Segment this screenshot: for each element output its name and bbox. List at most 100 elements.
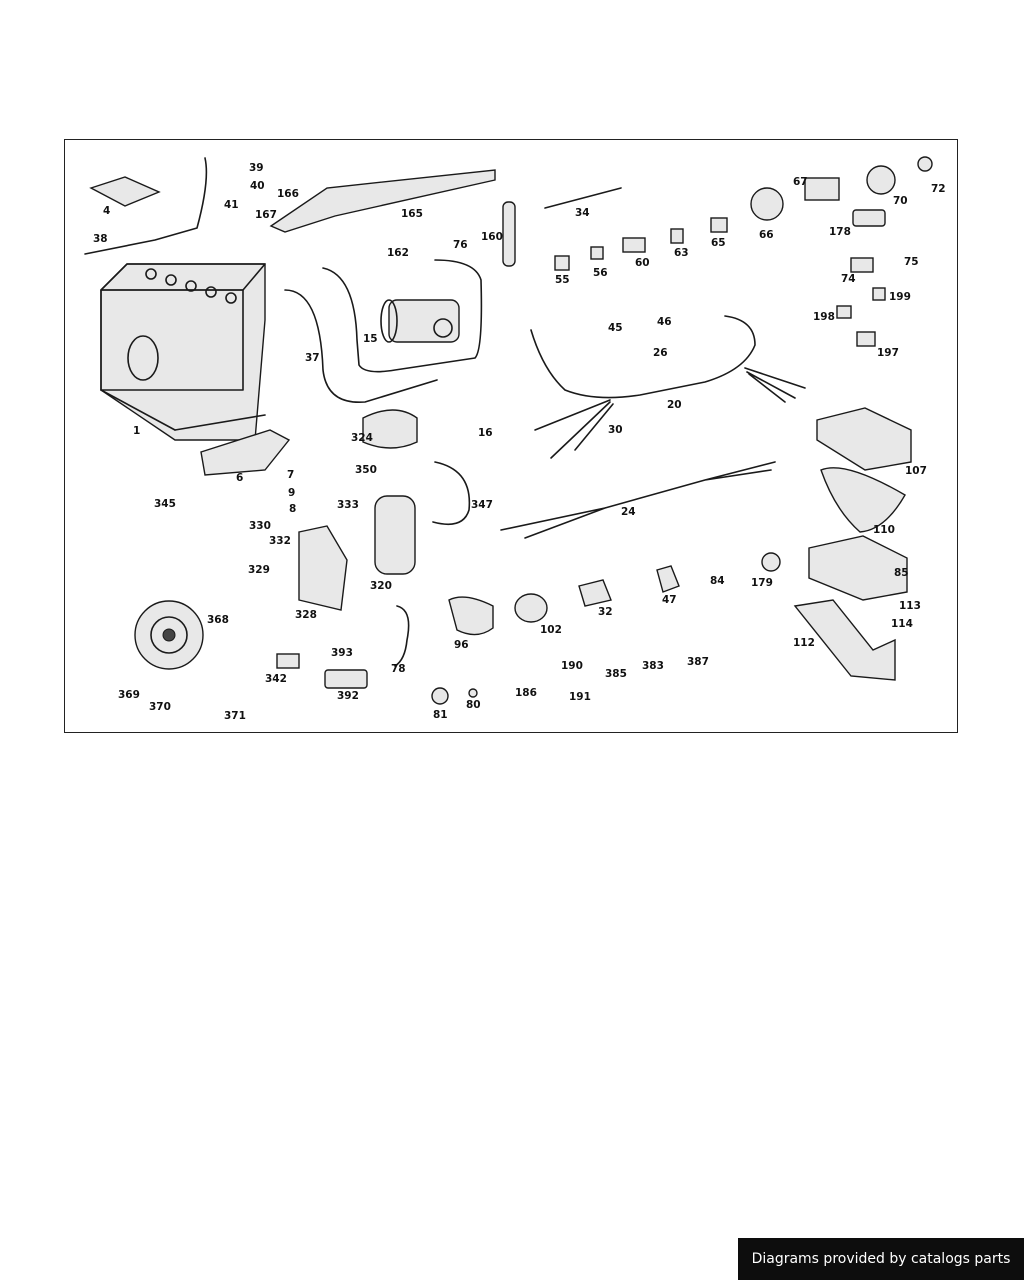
- callout-107: 107: [905, 465, 927, 477]
- callout-63: 63: [674, 247, 689, 259]
- callout-197: 197: [877, 347, 899, 359]
- wire-harness-24: [500, 461, 776, 539]
- ground-cable: [84, 157, 208, 255]
- connector-60: [622, 237, 646, 253]
- parts-diagram-frame: 1 4 6 7 8 9 15 16 20 24 26 30 32 34 37 3…: [64, 139, 958, 733]
- cable-strap: [544, 187, 622, 209]
- connector-178: [852, 209, 886, 227]
- callout-333: 333: [337, 499, 359, 511]
- connector-block-67: [804, 177, 840, 201]
- callout-110: 110: [873, 524, 895, 536]
- callout-45: 45: [608, 322, 623, 334]
- boot-96: [448, 596, 494, 636]
- callout-66: 66: [759, 229, 774, 241]
- connector-55: [554, 255, 570, 271]
- callout-78: 78: [391, 663, 406, 675]
- grommet-72: [917, 156, 933, 172]
- callout-39: 39: [249, 162, 264, 174]
- callout-20: 20: [667, 399, 682, 411]
- callout-84: 84: [710, 575, 725, 587]
- callout-113: 113: [899, 600, 921, 612]
- callout-328: 328: [295, 609, 317, 621]
- callout-162: 162: [387, 247, 409, 259]
- ignition-coil: [374, 495, 416, 575]
- callout-74: 74: [841, 273, 856, 285]
- callout-371: 371: [224, 710, 246, 722]
- callout-40: 40: [250, 180, 265, 192]
- callout-179: 179: [751, 577, 773, 589]
- battery-cover-plate: [89, 176, 161, 207]
- callout-75: 75: [904, 256, 919, 268]
- callout-46: 46: [657, 316, 672, 328]
- callout-190: 190: [561, 660, 583, 672]
- bracket-47: [656, 565, 680, 593]
- callout-96: 96: [454, 639, 469, 651]
- callout-102: 102: [540, 624, 562, 636]
- credit-banner: Diagrams provided by catalogs parts: [738, 1238, 1024, 1280]
- grommet-80: [468, 688, 478, 698]
- connector-56: [590, 246, 604, 260]
- callout-67: 67: [793, 176, 808, 188]
- exploded-parts-diagram: 1 4 6 7 8 9 15 16 20 24 26 30 32 34 37 3…: [84, 156, 946, 722]
- callout-34: 34: [575, 207, 590, 219]
- callout-165: 165: [401, 208, 423, 220]
- coil-bracket: [298, 525, 348, 611]
- relay-box-85: [808, 535, 908, 601]
- callout-112: 112: [793, 637, 815, 649]
- callout-41: 41: [224, 199, 239, 211]
- callout-81: 81: [433, 709, 448, 721]
- callout-labels: 1 4 6 7 8 9 15 16 20 24 26 30 32 34 37 3…: [93, 162, 946, 722]
- connector-65: [710, 217, 728, 233]
- callout-385: 385: [605, 668, 627, 680]
- harness-branch-20: [744, 367, 806, 403]
- main-wiring-harness: [530, 315, 756, 399]
- callout-16: 16: [478, 427, 493, 439]
- battery-holder: [200, 429, 291, 476]
- callout-32: 32: [598, 606, 613, 618]
- callout-80: 80: [466, 699, 481, 711]
- callout-70: 70: [893, 195, 908, 207]
- callout-332: 332: [269, 535, 291, 547]
- callout-166: 166: [277, 188, 299, 200]
- callout-56: 56: [593, 267, 608, 279]
- callout-383: 383: [642, 660, 664, 672]
- callout-8: 8: [289, 503, 296, 515]
- ignition-lead-347: [432, 461, 471, 526]
- callout-30: 30: [608, 424, 623, 436]
- callout-320: 320: [370, 580, 392, 592]
- callout-393: 393: [331, 647, 353, 659]
- callout-37: 37: [305, 352, 320, 364]
- callout-114: 114: [891, 618, 913, 630]
- connector-32: [578, 579, 612, 607]
- callout-160: 160: [481, 231, 503, 243]
- callout-6: 6: [236, 472, 243, 484]
- callout-178: 178: [829, 226, 851, 238]
- fuse-box-housing-110: [820, 467, 906, 533]
- callout-369: 369: [118, 689, 140, 701]
- callout-7: 7: [287, 469, 294, 481]
- callout-1: 1: [133, 425, 140, 437]
- callout-65: 65: [711, 237, 726, 249]
- callout-342: 342: [265, 673, 287, 685]
- callout-60: 60: [635, 257, 650, 269]
- callout-85: 85: [894, 567, 909, 579]
- connector-63: [670, 228, 684, 244]
- callout-345: 345: [154, 498, 176, 510]
- callout-370: 370: [149, 701, 171, 713]
- callout-186: 186: [515, 687, 537, 699]
- callout-191: 191: [569, 691, 591, 703]
- cable-clip-342: [276, 653, 300, 669]
- callout-392: 392: [337, 690, 359, 702]
- fuse-box-cover: [816, 407, 912, 471]
- battery-cable-15: [322, 259, 483, 373]
- plug-70: [866, 165, 896, 195]
- callout-72: 72: [931, 183, 946, 195]
- distributor-cap-324: [362, 409, 418, 449]
- callout-347: 347: [471, 499, 493, 511]
- callout-26: 26: [653, 347, 668, 359]
- round-connector-66: [750, 187, 784, 221]
- callout-198: 198: [813, 311, 835, 323]
- callout-4: 4: [103, 205, 110, 217]
- spark-plug-connector-78: [394, 605, 410, 667]
- connector-199: [872, 287, 886, 301]
